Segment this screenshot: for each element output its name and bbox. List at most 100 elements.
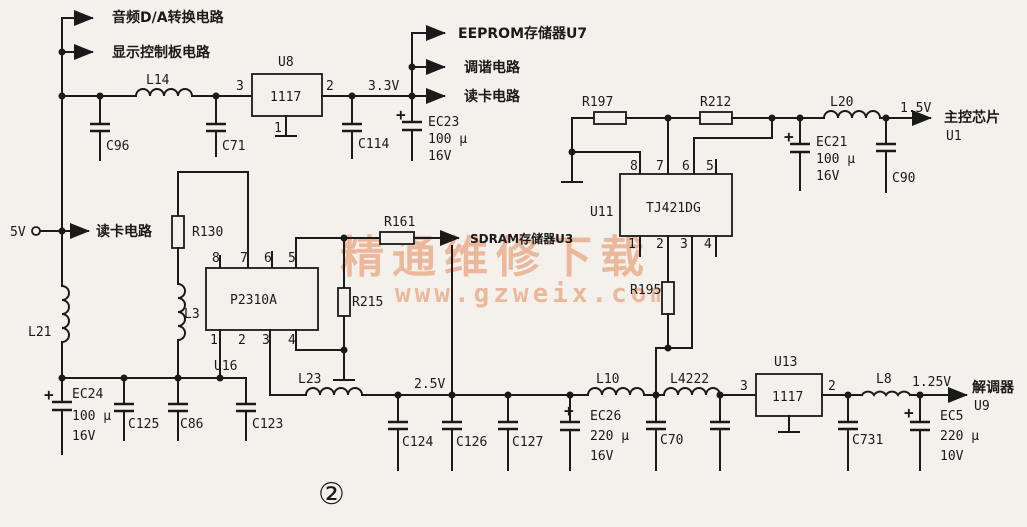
ec26-label: EC26 [590, 409, 621, 424]
c124-label: C124 [402, 435, 433, 450]
v33-label: 3.3V [368, 79, 399, 94]
r130-label: R130 [192, 225, 223, 240]
c123-label: C123 [252, 417, 283, 432]
l20-label: L20 [830, 95, 853, 110]
u16-pin2: 2 [238, 333, 246, 348]
u11-ic [619, 173, 733, 237]
c731-label: C731 [852, 433, 883, 448]
l10-inductor [586, 387, 646, 397]
l4222-label: L4222 [670, 372, 709, 387]
r215-label: R215 [352, 295, 383, 310]
c70-label: C70 [660, 433, 683, 448]
u8-ref: U8 [278, 55, 294, 70]
u16-section [171, 171, 460, 396]
l23-inductor [304, 387, 364, 397]
out-demod-ref: U9 [974, 399, 990, 414]
ec24-voltage: 16V [72, 429, 96, 444]
u13-pin-in: 3 [740, 379, 748, 394]
out-card-reader-top: 读卡电路 [464, 88, 521, 105]
l14-inductor [134, 88, 194, 98]
bottom-rail: + [269, 255, 968, 471]
watermark-url: www.gzweix.com [395, 279, 670, 309]
u16-ref: U16 [214, 359, 237, 374]
u13-pin-out: 2 [828, 379, 836, 394]
r195-resistor [661, 281, 675, 315]
l8-label: L8 [876, 372, 892, 387]
l21-inductor [60, 284, 70, 344]
ec23-voltage: 16V [428, 149, 452, 164]
u16-pin8: 8 [212, 251, 220, 266]
out-main-chip: 主控芯片 [944, 109, 1000, 126]
l3-label: L3 [184, 307, 200, 322]
r212-label: R212 [700, 95, 731, 110]
ec21-label: EC21 [816, 135, 847, 150]
out-eeprom: EEPROM存储器U7 [458, 25, 587, 42]
u11-section: + [561, 110, 932, 257]
u11-pin7: 7 [656, 159, 664, 174]
v15-label: 1.5V [900, 101, 931, 116]
svg-text:+: + [396, 105, 406, 124]
c126-label: C126 [456, 435, 487, 450]
u16-pin4: 4 [288, 333, 296, 348]
out-tuner: 调谐电路 [464, 59, 521, 76]
u11-pin1: 1 [628, 237, 636, 252]
u13-regulator [755, 373, 823, 417]
ec5-value: 220 μ [940, 429, 979, 444]
u11-pin6: 6 [682, 159, 690, 174]
ec26-value: 220 μ [590, 429, 629, 444]
u11-pin3: 3 [680, 237, 688, 252]
c96-label: C96 [106, 139, 129, 154]
ec5-voltage: 10V [940, 449, 964, 464]
bottom-left: + [44, 284, 256, 455]
u8-part: 1117 [270, 90, 301, 105]
u8-pin-in: 3 [236, 79, 244, 94]
ec24-label: EC24 [72, 387, 103, 402]
r161-resistor [379, 231, 415, 245]
out-card-reader-mid: 读卡电路 [96, 223, 153, 240]
l3-inductor [176, 282, 186, 342]
svg-text:+: + [784, 127, 794, 146]
v125-label: 1.25V [912, 375, 951, 390]
u11-ref: U11 [590, 205, 613, 220]
c114-label: C114 [358, 137, 389, 152]
r215-resistor [337, 287, 351, 317]
input-5v-label: 5V [10, 225, 26, 240]
u8-pin-out: 2 [326, 79, 334, 94]
u16-pin1: 1 [210, 333, 218, 348]
c86-label: C86 [180, 417, 203, 432]
out-demod: 解调器 [972, 379, 1015, 396]
ec23-value: 100 μ [428, 132, 467, 147]
ec23-label: EC23 [428, 115, 459, 130]
r161-label: R161 [384, 215, 415, 230]
ec26-voltage: 16V [590, 449, 614, 464]
l20-inductor [822, 110, 882, 120]
l23-label: L23 [298, 372, 321, 387]
v25-label: 2.5V [414, 377, 445, 392]
l14-label: L14 [146, 73, 170, 88]
u8-regulator [251, 73, 323, 117]
svg-text:+: + [904, 403, 914, 422]
top-rail: + [61, 25, 446, 161]
u16-pin7: 7 [240, 251, 248, 266]
u11-part: TJ421DG [646, 201, 701, 216]
out-main-chip-ref: U1 [946, 129, 962, 144]
u16-pin5: 5 [288, 251, 296, 266]
figure-number: ② [318, 477, 345, 512]
l4222-inductor [662, 387, 722, 397]
u11-pin8: 8 [630, 159, 638, 174]
out-audio-da: 音频D/A转换电路 [112, 9, 225, 26]
out-display-ctrl: 显示控制板电路 [112, 44, 211, 61]
u11-pin2: 2 [656, 237, 664, 252]
c127-label: C127 [512, 435, 543, 450]
u11-pin5: 5 [706, 159, 714, 174]
ec5-label: EC5 [940, 409, 963, 424]
u16-pin6: 6 [264, 251, 272, 266]
l10-label: L10 [596, 372, 619, 387]
u11-pin4: 4 [704, 237, 712, 252]
r197-label: R197 [582, 95, 613, 110]
r212-resistor [699, 111, 733, 125]
svg-text:+: + [564, 401, 574, 420]
l21-label: L21 [28, 325, 51, 340]
r197-resistor [593, 111, 627, 125]
